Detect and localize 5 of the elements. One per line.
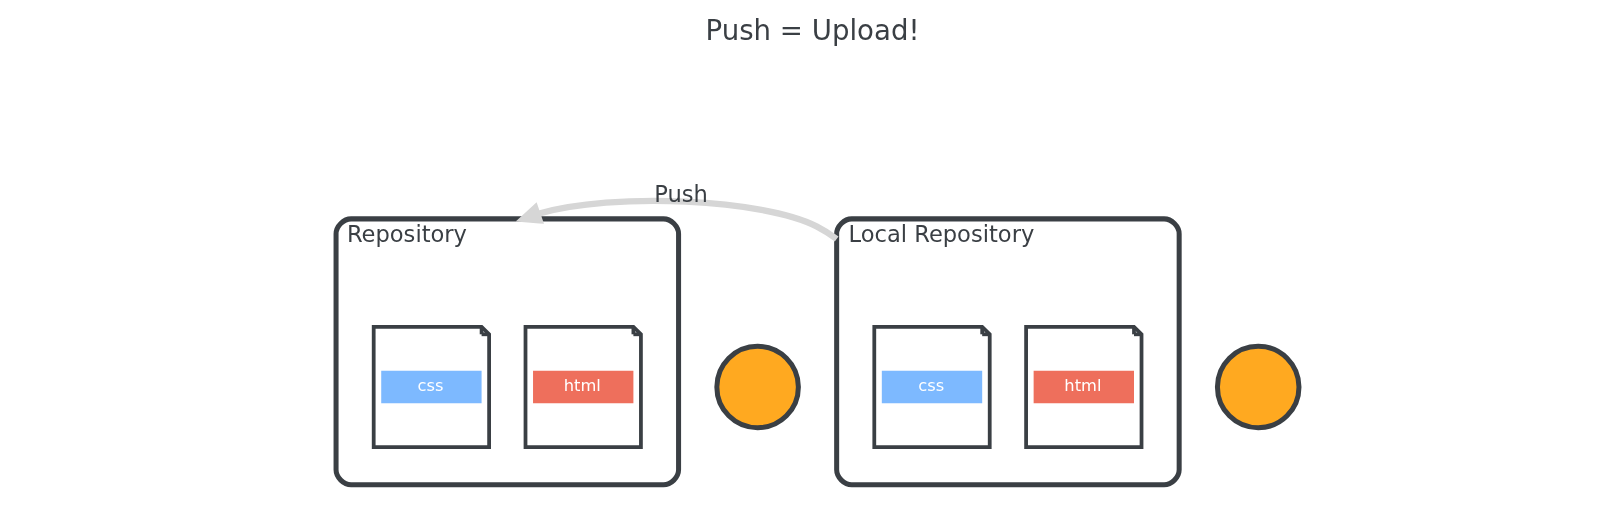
node-circle: [713, 343, 801, 431]
node-circle: [1214, 343, 1301, 431]
diagram-title: Push = Upload!: [705, 14, 919, 48]
edge-label: Push: [653, 180, 708, 207]
arrow: [515, 197, 838, 242]
